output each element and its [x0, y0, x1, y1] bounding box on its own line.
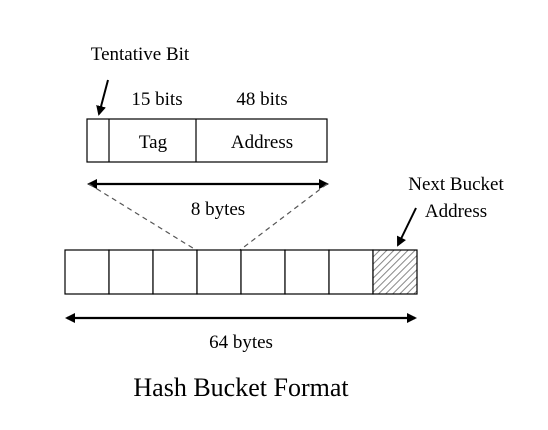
bucket-slot-5	[240, 249, 286, 295]
entry-box: Tag Address	[86, 118, 328, 163]
bucket-slot-2	[108, 249, 154, 295]
tentative-bit-label: Tentative Bit	[91, 44, 190, 65]
next-bucket-pointer-slot	[372, 249, 418, 295]
bucket-slot-4	[196, 249, 242, 295]
next-bucket-label-line2: Address	[425, 201, 487, 222]
bucket-slot-1	[64, 249, 110, 295]
entry-outline	[86, 118, 328, 163]
address-field-label: Address	[231, 132, 293, 153]
bucket-slot-6	[284, 249, 330, 295]
diagram-title: Hash Bucket Format	[133, 373, 349, 402]
bucket-row	[64, 249, 418, 295]
entry-size-label: 8 bytes	[191, 199, 245, 220]
tag-field-label: Tag	[139, 132, 168, 153]
zoom-line-right	[239, 183, 328, 251]
bucket-slot-3	[152, 249, 198, 295]
next-bucket-label-line1: Next Bucket	[408, 174, 504, 195]
tag-bits-label: 15 bits	[131, 89, 182, 110]
bucket-size-label: 64 bytes	[209, 332, 273, 353]
zoom-line-left	[88, 183, 197, 251]
next-bucket-arrow	[397, 207, 417, 247]
address-bits-label: 48 bits	[236, 89, 287, 110]
bucket-slot-7	[328, 249, 374, 295]
tentative-bit-arrow	[96, 79, 109, 116]
